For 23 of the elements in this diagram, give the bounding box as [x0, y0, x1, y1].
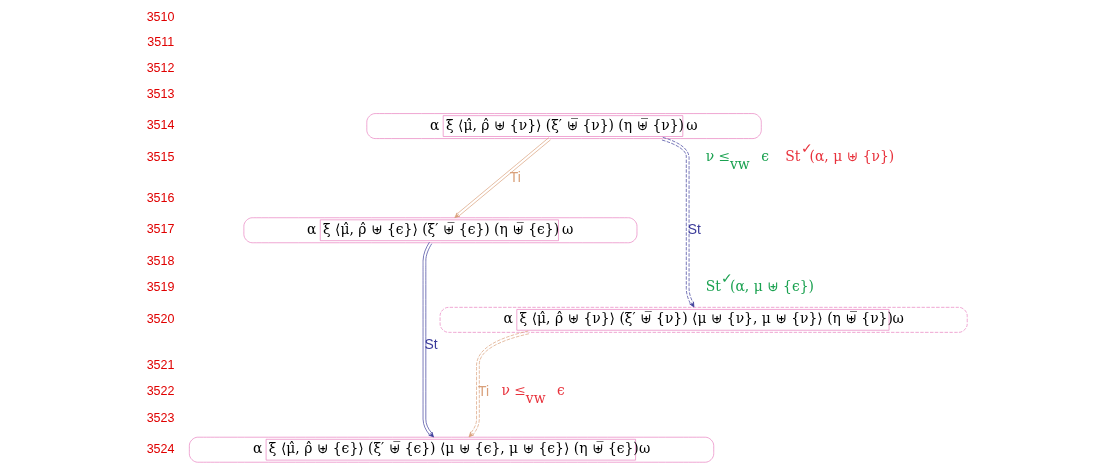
label: 3511 [146, 35, 174, 50]
label: 3524 [146, 441, 174, 456]
arrow [468, 330, 529, 438]
label: 3521 [146, 357, 174, 372]
label: 3510 [146, 9, 174, 24]
label: 3520 [146, 311, 174, 326]
label: 3523 [146, 410, 174, 425]
label: 3513 [146, 86, 174, 101]
edge-label: Ti [477, 382, 489, 399]
label: 3519 [146, 279, 174, 294]
label: 3516 [146, 191, 174, 206]
label: 3517 [146, 222, 174, 237]
edge-label: St [687, 220, 701, 237]
label: 3515 [146, 150, 174, 165]
edge-label: St [423, 336, 438, 353]
label: 3518 [146, 253, 174, 268]
edge-label: Ti [509, 169, 521, 186]
label: 3514 [146, 118, 174, 133]
arrow [422, 241, 434, 438]
arrow [661, 136, 694, 308]
label: 3522 [146, 384, 174, 399]
arrow [453, 137, 551, 218]
label: 3512 [146, 61, 174, 76]
